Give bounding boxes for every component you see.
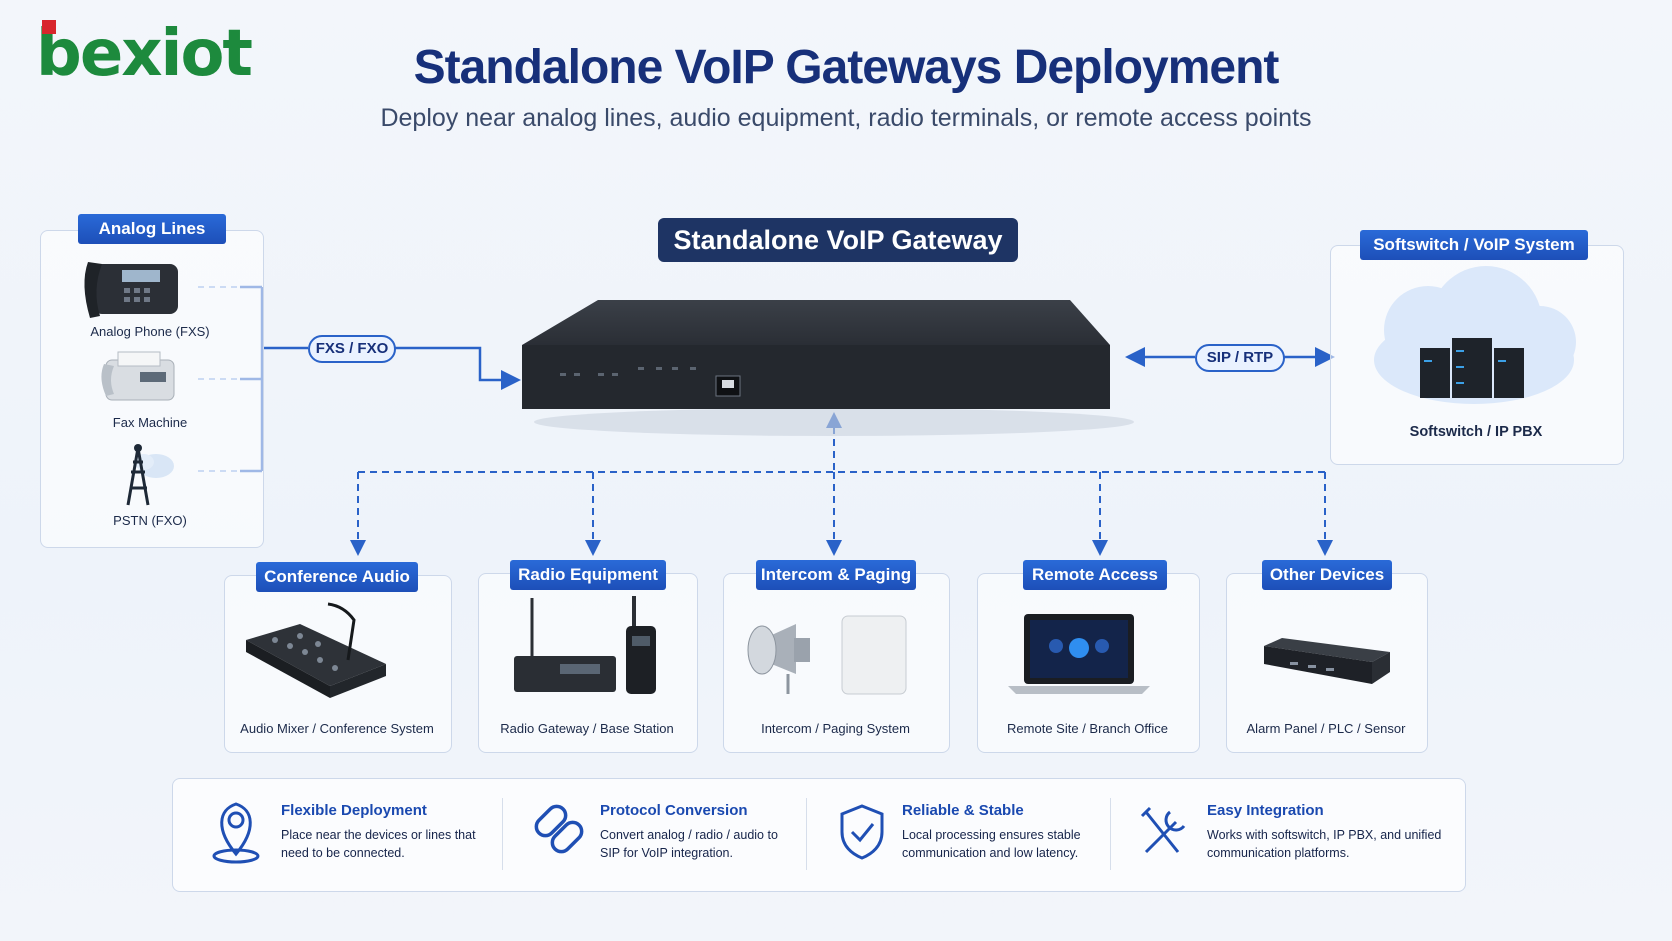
analog-lines-tag: Analog Lines [78,214,226,244]
softswitch-tag: Softswitch / VoIP System [1360,230,1588,260]
device-tag-remote: Remote Access [1023,560,1167,590]
feature-title-flexible: Flexible Deployment [281,802,427,819]
feature-title-protocol: Protocol Conversion [600,802,748,819]
analog-lines-panel [40,230,264,548]
brand-logo[interactable]: bexiot [36,17,253,91]
feature-desc-flexible: Place near the devices or lines that nee… [281,828,476,860]
feature-divider [502,798,503,870]
features-bar [172,778,1466,892]
fax-machine-label: Fax Machine [112,415,188,430]
device-label-other: Alarm Panel / PLC / Sensor [1246,721,1406,736]
device-tag-other: Other Devices [1262,560,1392,590]
device-tag-intercom: Intercom & Paging [756,560,916,590]
device-label-conference: Audio Mixer / Conference System [240,721,434,736]
fxs-fxo-link-label: FXS / FXO [308,335,396,363]
device-label-radio: Radio Gateway / Base Station [500,721,674,736]
feature-title-reliable: Reliable & Stable [902,802,1024,819]
logo-mark [42,20,56,34]
softswitch-label: Softswitch / IP PBX [1409,424,1543,440]
page-subtitle: Deploy near analog lines, audio equipmen… [380,104,1312,132]
feature-divider [806,798,807,870]
analog-phone-label: Analog Phone (FXS) [90,324,210,339]
feature-desc-protocol: Convert analog / radio / audio to SIP fo… [600,828,778,860]
gateway-title: Standalone VoIP Gateway [658,218,1018,262]
device-tag-conference: Conference Audio [256,562,418,592]
feature-title-integration: Easy Integration [1207,802,1324,819]
sip-rtp-link-label: SIP / RTP [1195,344,1285,372]
feature-divider [1110,798,1111,870]
device-tag-radio: Radio Equipment [510,560,666,590]
device-label-remote: Remote Site / Branch Office [1007,721,1168,736]
feature-desc-reliable: Local processing ensures stable communic… [902,828,1081,860]
pstn-label: PSTN (FXO) [113,513,187,528]
page-title: Standalone VoIP Gateways Deployment [413,41,1280,94]
feature-desc-integration: Works with softswitch, IP PBX, and unifi… [1207,828,1442,860]
device-label-intercom: Intercom / Paging System [761,721,910,736]
